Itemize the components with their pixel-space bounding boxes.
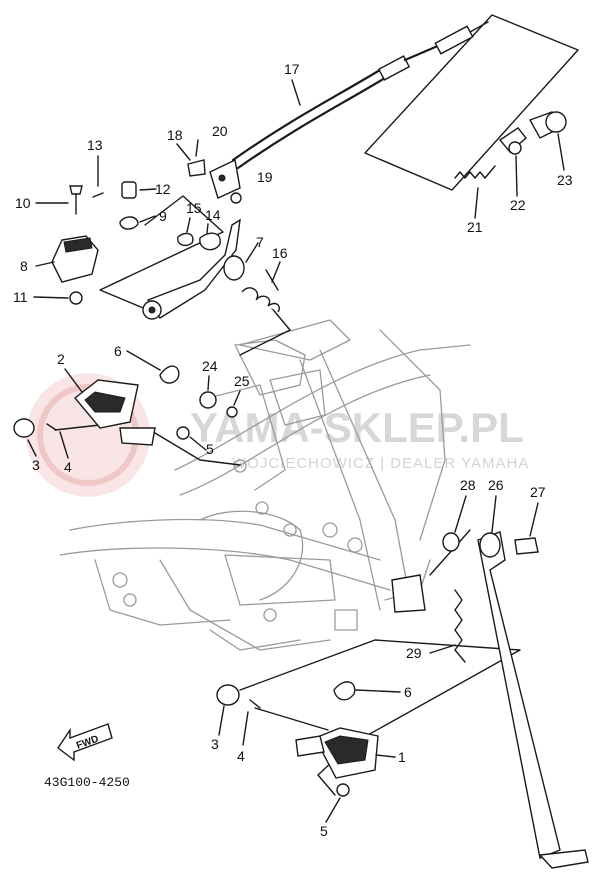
- callout-9: 9: [159, 208, 167, 224]
- watermark-dealer: WOJCIECHOWICZ | DEALER YAMAHA: [232, 455, 529, 472]
- callout-3a: 3: [32, 457, 40, 473]
- callout-4a: 4: [64, 459, 72, 475]
- callout-8: 8: [20, 258, 28, 274]
- callout-5b: 5: [320, 823, 328, 839]
- callouts: 17 18 20 19 13 12 10 9 15 14 7 8 16 11 2…: [13, 61, 573, 839]
- callout-15: 15: [186, 200, 202, 216]
- callout-6b: 6: [404, 684, 412, 700]
- callout-14: 14: [205, 207, 221, 223]
- callout-3b: 3: [211, 736, 219, 752]
- callout-11: 11: [13, 289, 28, 305]
- fwd-arrow: FWD: [57, 723, 113, 762]
- clutch-cable: [231, 21, 489, 170]
- frame-outline: [59, 319, 471, 651]
- callout-12: 12: [155, 181, 171, 197]
- callout-13: 13: [87, 137, 103, 153]
- callout-7: 7: [256, 234, 264, 250]
- callout-22: 22: [510, 197, 526, 213]
- watermark-site: YAMA-SKLEP.PL: [190, 404, 524, 451]
- right-footrest: [216, 681, 379, 797]
- callout-leaders: [27, 79, 565, 823]
- callout-19: 19: [257, 169, 273, 185]
- callout-16: 16: [272, 245, 288, 261]
- callout-17: 17: [284, 61, 300, 77]
- callout-10: 10: [15, 195, 31, 211]
- callout-26: 26: [488, 477, 504, 493]
- callout-5a: 5: [206, 441, 214, 457]
- left-footrest: [13, 365, 238, 446]
- callout-25: 25: [234, 373, 250, 389]
- callout-6a: 6: [114, 343, 122, 359]
- callout-18: 18: [167, 127, 183, 143]
- callout-23: 23: [557, 172, 573, 188]
- callout-27: 27: [530, 484, 546, 500]
- callout-4b: 4: [237, 748, 245, 764]
- leader-lines: [54, 14, 579, 796]
- callout-24: 24: [202, 358, 218, 374]
- callout-20: 20: [212, 123, 228, 139]
- callout-21: 21: [467, 219, 483, 235]
- callout-2: 2: [57, 351, 65, 367]
- callout-1: 1: [398, 749, 406, 765]
- brake-pedal-assembly: [51, 139, 280, 320]
- side-stand: [391, 531, 589, 869]
- callout-28: 28: [460, 477, 476, 493]
- spring-knobs: [454, 111, 567, 179]
- part-code: 43G100-4250: [44, 775, 130, 790]
- callout-29: 29: [406, 645, 422, 661]
